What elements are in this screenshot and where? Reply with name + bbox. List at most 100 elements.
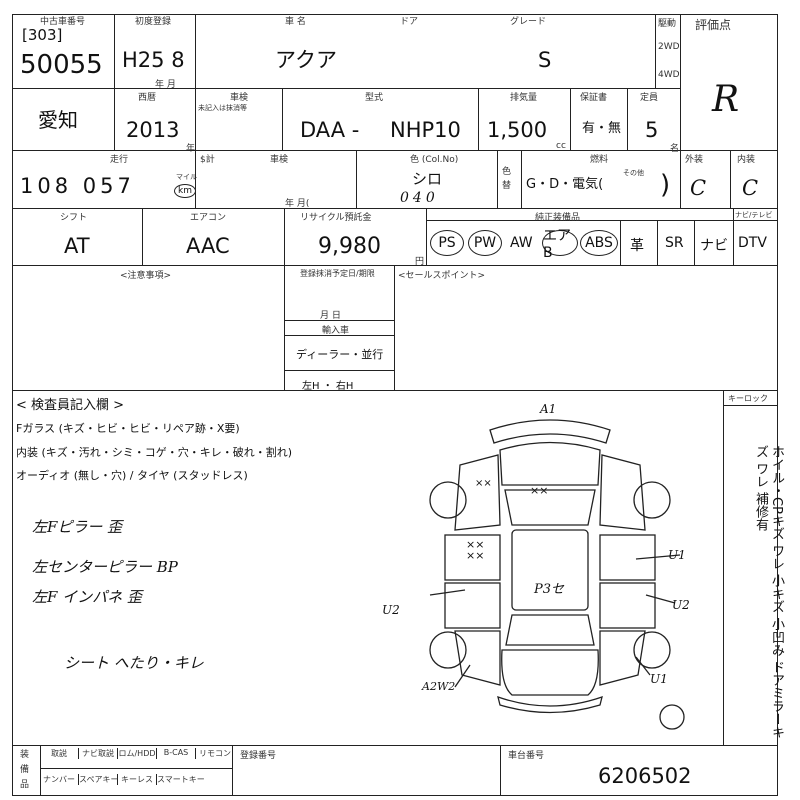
divider [284, 370, 394, 371]
divider [620, 220, 621, 265]
region: 愛知 [38, 108, 78, 132]
audio-tire-line: オーディオ (無し・穴) / タイヤ (スタッドレス) [16, 469, 248, 482]
equip-airbag: エアB [542, 228, 578, 261]
mark-u2-a: U2 [382, 603, 400, 617]
frame-bottom [12, 795, 778, 796]
divider [40, 745, 41, 795]
equip-dtv: DTV [738, 235, 767, 251]
footer-item: ナビ取説 [79, 748, 118, 759]
warranty: 有・無 [582, 121, 622, 136]
divider [282, 88, 283, 150]
year-unit: 年 [186, 144, 196, 154]
reg-number-label: 登録番号 [240, 751, 277, 761]
footer-item: リモコン [199, 749, 231, 758]
footer-item: スマートキー [157, 775, 205, 784]
chassis-number: 6206502 [598, 764, 692, 788]
rear-window [505, 614, 595, 646]
roof [511, 529, 589, 611]
divider [40, 768, 232, 769]
mark-xx-2: ×× [530, 484, 549, 497]
rating-value: R [712, 79, 740, 120]
fuel-other: その他 [623, 169, 644, 177]
footer-item: ナンバー [40, 774, 79, 785]
type-prefix: DAA - [300, 118, 360, 142]
divider [655, 14, 656, 88]
first-reg: H25 8 [122, 48, 185, 72]
lot-label: 中古車番号 [40, 17, 86, 27]
capacity-label: 定員 [640, 93, 659, 103]
first-reg-label: 初度登録 [135, 17, 172, 27]
divider [521, 150, 522, 208]
hood [499, 441, 601, 486]
grade-value: S [538, 48, 552, 72]
displacement-unit: cc [556, 141, 566, 151]
drive-label: 駆動 [658, 19, 677, 29]
row-line-3 [12, 208, 778, 209]
frame-top [12, 14, 778, 15]
leader [454, 664, 471, 688]
divider [497, 150, 498, 208]
fuel-bracket: ) [660, 170, 671, 200]
mark-xx-3: ×× [466, 538, 485, 551]
month-day: 月 日 [320, 311, 341, 321]
capacity-unit: 名 [670, 144, 680, 154]
door-label: ドア [400, 17, 419, 27]
mark-u2-b: U2 [672, 598, 690, 612]
equip-sr: SR [665, 235, 684, 251]
footer-item: ロム/HDD [118, 748, 157, 759]
displacement-label: 排気量 [510, 93, 538, 103]
year: 2013 [126, 118, 180, 142]
inspection-title: < 検査員記入欄 > [16, 398, 125, 413]
mileage-unit-km: km [174, 184, 196, 198]
color-label: 色 (Col.No) [410, 155, 459, 165]
color-change-label: 色替 [502, 167, 512, 191]
type-label: 型式 [365, 93, 384, 103]
divider [114, 88, 115, 150]
model-label: 車 名 [285, 17, 306, 27]
recycle-label: リサイクル預託金 [300, 213, 372, 223]
wheel-rf [633, 481, 671, 519]
capacity: 5 [645, 118, 659, 142]
handle-side: 左H ・ 右H [302, 381, 354, 392]
leader [645, 594, 676, 604]
nav-tv-label: ナビ/テレビ [735, 211, 773, 219]
left-rear-fender [454, 630, 501, 686]
aircon-label: エアコン [190, 213, 227, 223]
color: シロ [412, 170, 443, 188]
warranty-label: 保証書 [580, 93, 608, 103]
inspection-label: 車検 [230, 93, 249, 103]
side-legend: ホイル・CPキズ ワレ 小キズ 小凹み ドアミラーキズ ワレ 補修有 [753, 445, 784, 739]
divider [232, 745, 233, 795]
hand-note-3: 左F インパネ 歪 [32, 588, 142, 606]
shift: AT [64, 234, 90, 258]
front-bumper [489, 419, 611, 444]
equip-leather: 革 [630, 238, 644, 254]
aircon: AAC [186, 234, 230, 258]
mark-u1-b: U1 [650, 672, 668, 686]
grade-label: グレード [510, 17, 547, 27]
color-code: 040 [400, 190, 439, 206]
hand-note-2: 左センターピラー BP [32, 558, 178, 576]
footer-row-2: ナンバー スペアキー キーレス スマートキー [40, 774, 205, 785]
right-rear-fender [599, 630, 646, 686]
footer-item: スペアキー [79, 774, 119, 785]
inspection-note: 未記入は抹消等 [198, 104, 247, 112]
divider [478, 88, 479, 150]
glass-line: Fガラス (キズ・ヒビ・ヒビ・リペア跡・X要) [16, 422, 240, 435]
divider [500, 745, 501, 795]
row-line-5 [12, 390, 778, 391]
row-line-2 [12, 150, 778, 151]
right-front-fender [599, 454, 646, 531]
divider [627, 88, 628, 150]
import-value: ディーラー・並行 [296, 348, 384, 361]
equip-footer-label: 装備品 [20, 750, 30, 790]
leader [429, 589, 466, 596]
footer-item: 取説 [40, 748, 79, 759]
divider [142, 208, 143, 265]
divider [195, 14, 196, 88]
mark-u1-a: U1 [668, 548, 686, 562]
equip-abs: ABS [580, 230, 618, 256]
divider [723, 390, 724, 745]
footer-item: B-CAS [157, 748, 196, 759]
mark-a1: A1 [540, 402, 557, 416]
